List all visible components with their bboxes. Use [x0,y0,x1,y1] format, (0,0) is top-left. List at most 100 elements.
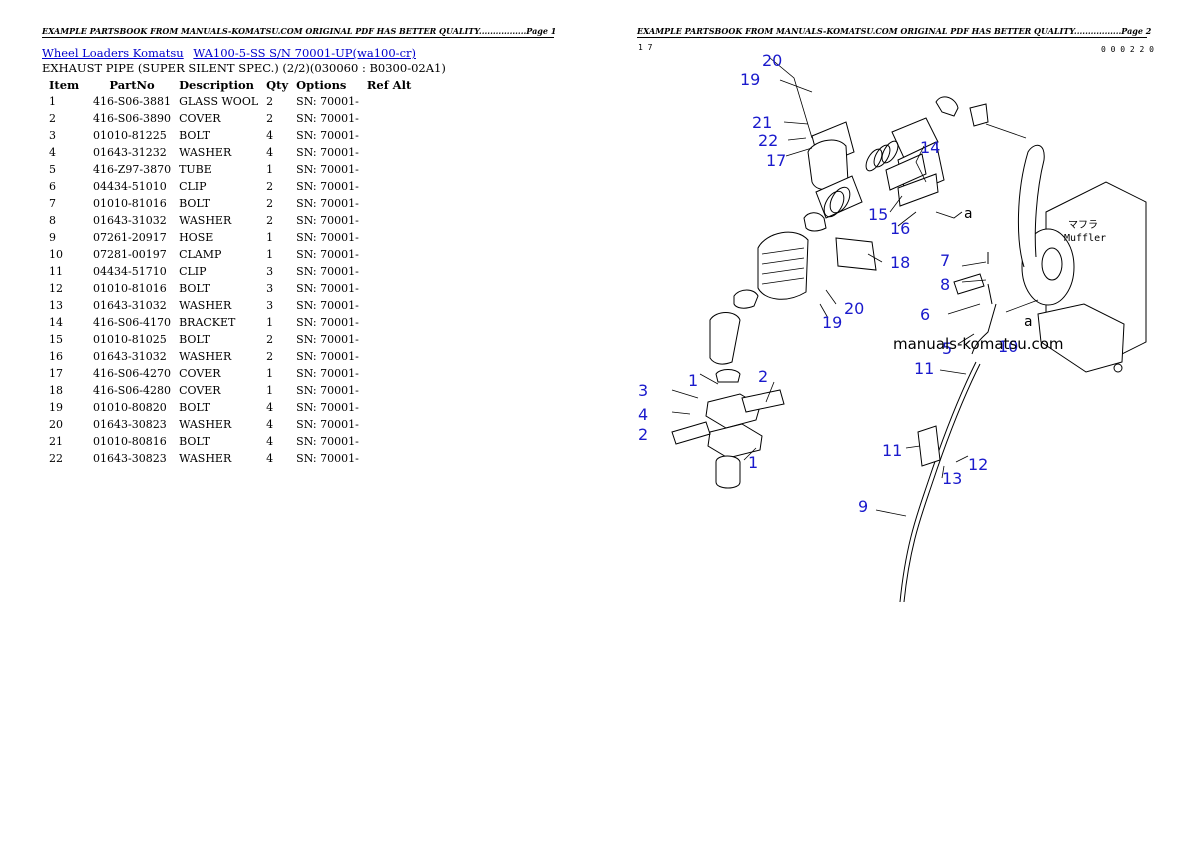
cell-item: 18 [49,384,63,397]
cell-qty: 1 [266,316,274,329]
cell-description: BRACKET [179,316,236,329]
cell-options: SN: 70001- [296,452,359,465]
callout-13: 13 [942,469,962,488]
cell-description: BOLT [179,333,211,346]
breadcrumb-link-category[interactable]: Wheel Loaders Komatsu [42,46,184,60]
cell-description: COVER [179,112,221,125]
cell-item: 10 [49,248,63,261]
callout-11-lower: 11 [882,441,902,460]
cell-partno: 416-S06-4280 [93,384,171,397]
cell-refalt [363,280,415,297]
cell-qty: 2 [266,112,274,125]
breadcrumb-link-model[interactable]: WA100-5-SS S/N 70001-UP(wa100-cr) [193,46,416,60]
callout-20-top: 20 [762,51,782,70]
cell-description: BOLT [179,435,211,448]
cell-partno: 01010-80816 [93,435,167,448]
cell-qty: 1 [266,231,274,244]
cell-item: 14 [49,316,63,329]
cell-options: SN: 70001- [296,95,359,108]
cell-item: 20 [49,418,63,431]
cell-partno: 04434-51710 [93,265,167,278]
cell-item: 9 [49,231,56,244]
cell-qty: 1 [266,384,274,397]
cell-refalt [363,161,415,178]
col-qty: Qty [266,77,289,92]
cell-qty: 2 [266,214,274,227]
cell-options: SN: 70001- [296,435,359,448]
cell-refalt [363,382,415,399]
cell-options: SN: 70001- [296,112,359,125]
cell-qty: 3 [266,265,274,278]
cell-refalt [363,433,415,450]
cell-item: 11 [49,265,63,278]
cell-refalt [363,263,415,280]
page1-header: EXAMPLE PARTSBOOK FROM MANUALS-KOMATSU.C… [42,26,557,38]
cell-item: 17 [49,367,63,380]
cell-partno: 01010-81225 [93,129,167,142]
cell-item: 7 [49,197,56,210]
parts-table: Item PartNo Description Qty Options Ref … [45,76,415,467]
cell-partno: 416-S06-4270 [93,367,171,380]
cell-description: WASHER [179,350,232,363]
callout-20-mid: 20 [844,299,864,318]
cell-partno: 01643-30823 [93,418,167,431]
cell-description: WASHER [179,299,232,312]
cell-options: SN: 70001- [296,129,359,142]
cell-qty: 1 [266,163,274,176]
muffler-label-en: Muffler [1064,233,1106,244]
cell-item: 22 [49,452,63,465]
cell-partno: 07261-20917 [93,231,167,244]
muffler-label-jp: マフラ [1068,219,1098,231]
cell-item: 21 [49,435,63,448]
cell-item: 13 [49,299,63,312]
cell-options: SN: 70001- [296,282,359,295]
cell-refalt [363,144,415,161]
callout-3: 3 [638,381,648,400]
col-partno: PartNo [109,77,155,92]
cell-item: 1 [49,95,56,108]
cell-item: 2 [49,112,56,125]
cell-description: COVER [179,367,221,380]
callout-21: 21 [752,113,772,132]
callout-5: 5 [942,339,952,358]
cell-item: 4 [49,146,56,159]
exhaust-pipe-assembly [709,96,989,365]
callout-2-right: 2 [758,367,768,386]
cell-refalt [363,195,415,212]
cell-options: SN: 70001- [296,384,359,397]
callout-14: 14 [920,138,940,157]
muffler-drawing: マフラ Muffler [1017,144,1147,373]
cell-refalt [363,297,415,314]
cell-options: SN: 70001- [296,163,359,176]
cell-refalt [363,110,415,127]
callout-9: 9 [858,497,868,516]
col-description: Description [179,77,255,92]
cell-options: SN: 70001- [296,231,359,244]
cell-description: BOLT [179,129,211,142]
leader-lines [671,57,1039,517]
cell-qty: 1 [266,248,274,261]
cell-partno: 04434-51010 [93,180,167,193]
exploded-parts-diagram: 1 7 0 0 0 2 2 0 マフラ Muffler [638,43,1154,603]
cell-refalt [363,399,415,416]
cell-qty: 4 [266,401,274,414]
breadcrumb: Wheel Loaders Komatsu WA100-5-SS S/N 700… [42,46,422,60]
cell-refalt [363,331,415,348]
cell-options: SN: 70001- [296,146,359,159]
page-subtitle: EXHAUST PIPE (SUPER SILENT SPEC.) (2/2)(… [42,61,446,75]
cell-item: 8 [49,214,56,227]
cell-options: SN: 70001- [296,214,359,227]
cell-refalt [363,212,415,229]
callout-1-upper: 1 [688,371,698,390]
cell-qty: 2 [266,95,274,108]
cell-refalt [363,93,415,110]
